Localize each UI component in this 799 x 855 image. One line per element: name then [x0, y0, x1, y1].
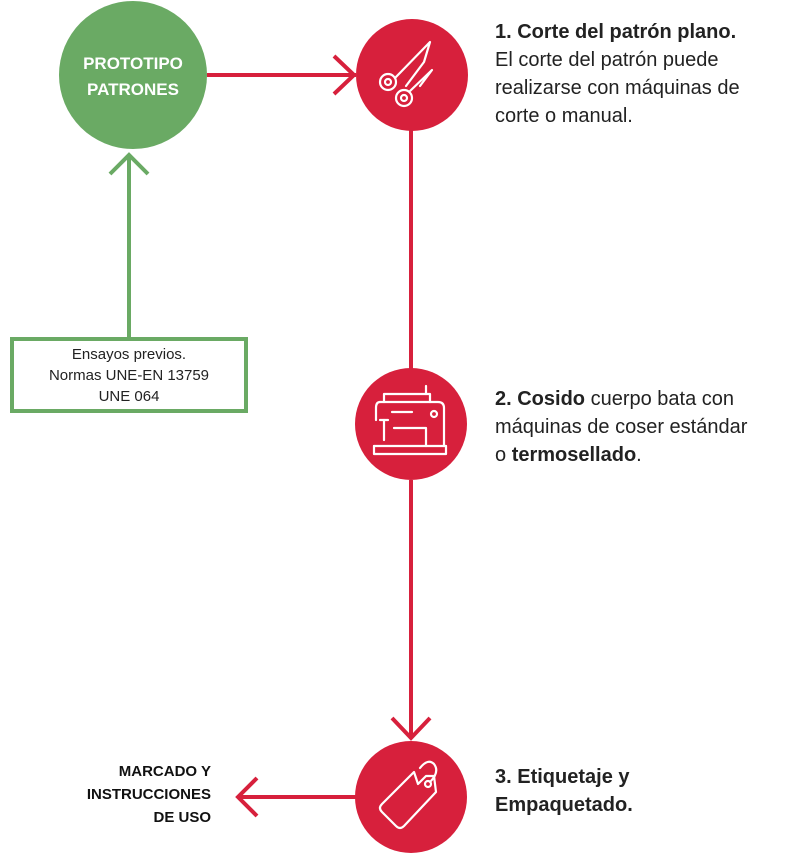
step-2-line-2: máquinas de coser estándar	[495, 416, 748, 438]
note-line-1: Ensayos previos.	[71, 345, 187, 363]
step-2-circle	[355, 368, 467, 480]
step-3-circle	[355, 741, 467, 853]
output-line-2: INSTRUCCIONES	[86, 786, 211, 803]
tag-icon	[378, 760, 438, 830]
step-3-title-line-1: 3. Etiquetaje y	[495, 766, 630, 788]
red-arrowhead-right	[332, 54, 357, 96]
note-line-3: UNE 064	[98, 387, 160, 405]
step-1-text: 1. Corte del patrón plano. El corte del …	[495, 18, 740, 130]
step-2-line-3: o termosellado.	[495, 444, 642, 466]
step-2-bold-term: termosellado	[511, 444, 637, 466]
output-line-1: MARCADO Y	[118, 763, 211, 780]
red-arrowhead-left	[235, 776, 259, 818]
step-3-text: 3. Etiquetaje y Empaquetado.	[495, 763, 633, 819]
sewing-machine-icon	[372, 384, 448, 456]
step-2-text: 2. Cosido cuerpo bata con máquinas de co…	[495, 385, 747, 469]
step-1-circle	[356, 19, 468, 131]
output-label: MARCADO Y INSTRUCCIONES DE USO	[60, 760, 211, 829]
step-2-text-1: cuerpo bata con	[585, 388, 735, 410]
step-2-title: 2. Cosido	[495, 388, 586, 410]
red-arrowhead-down	[390, 716, 432, 741]
prototype-circle	[59, 1, 207, 149]
step-1-line-1: El corte del patrón puede	[495, 49, 719, 71]
preliminary-tests-box: Ensayos previos. Normas UNE-EN 13759 UNE…	[10, 337, 248, 413]
step-1-line-3: corte o manual.	[495, 105, 633, 127]
step-3-title-line-2: Empaquetado.	[495, 794, 633, 816]
green-arrowhead	[108, 152, 150, 176]
scissors-icon	[378, 40, 434, 108]
output-line-3: DE USO	[153, 809, 211, 826]
prototype-label-line-2: PATRONES	[87, 80, 179, 99]
step-2-line-1: 2. Cosido cuerpo bata con	[495, 385, 747, 413]
step-1-line-2: realizarse con máquinas de	[495, 77, 740, 99]
step-1-title: 1. Corte del patrón plano.	[495, 21, 737, 43]
note-line-2: Normas UNE-EN 13759	[48, 366, 210, 384]
prototype-label: PROTOTIPO PATRONES	[58, 51, 208, 103]
prototype-label-line-1: PROTOTIPO	[83, 54, 183, 73]
